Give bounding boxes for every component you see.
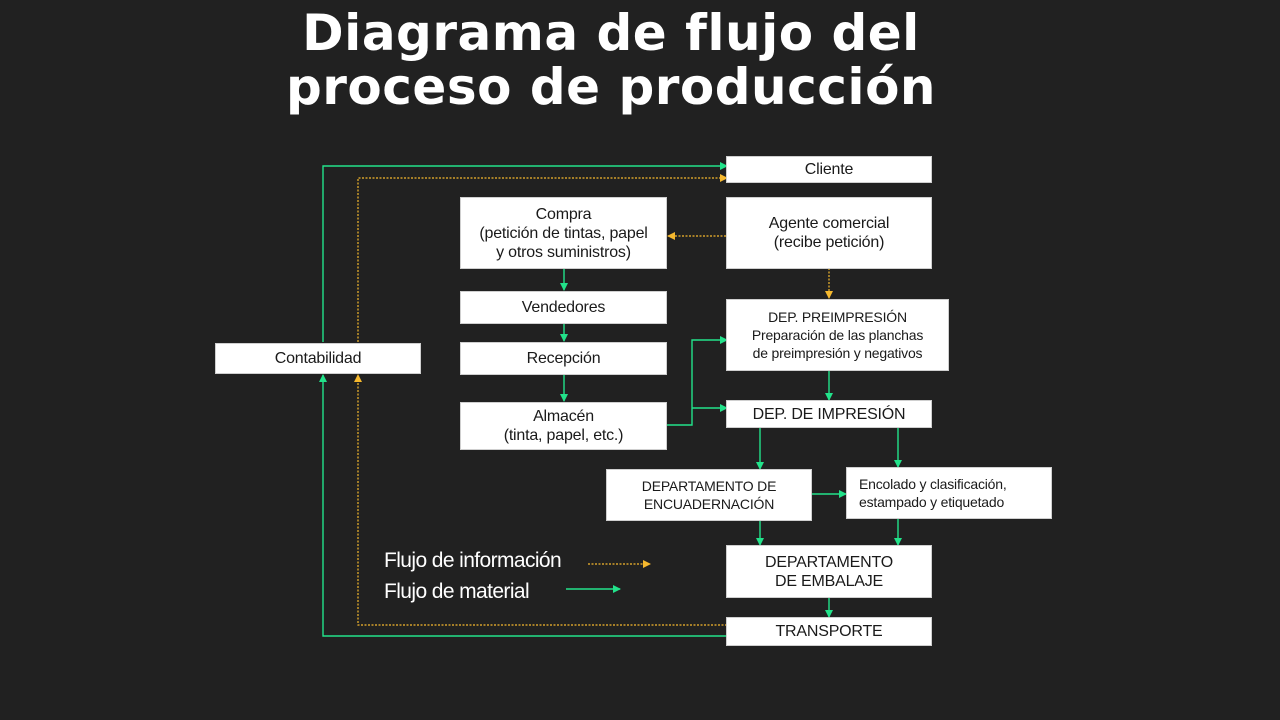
material-almacen-to-preimpresion [666,336,728,426]
box-almacen-line-2: (tinta, papel, etc.) [503,427,624,444]
box-preimpresion-line-3: de preimpresión y negativos [752,345,923,361]
box-agente-line-1: Agente comercial [768,215,890,232]
info-contabilidad-to-cliente [357,174,728,342]
legend-material-label: Flujo de material [384,580,530,603]
box-encolado: Encolado y clasificación, estampado y et… [846,467,1052,519]
info-transporte-to-contabilidad [354,374,727,626]
box-compra-line-1: Compra [535,205,592,223]
box-compra-line-3: y otros suministros) [496,243,631,261]
box-agente-comercial: Agente comercial (recibe petición) [726,197,932,269]
box-recepcion-line-1: Recepción [526,350,601,367]
box-embalaje-line-1: DEPARTAMENTO [765,553,893,571]
box-encuadernacion-line-2: ENCUADERNACIÓN [643,496,775,512]
box-agente-line-2: (recibe petición) [773,234,885,251]
box-contabilidad: Contabilidad [215,343,421,374]
box-impresion-line-1: DEP. DE IMPRESIÓN [752,405,906,423]
box-cliente: Cliente [726,156,932,183]
box-preimpresion-line-1: DEP. PREIMPRESIÓN [768,309,907,325]
box-transporte-line-1: TRANSPORTE [775,623,883,640]
title-line-2: proceso de producción [285,58,937,116]
page-title: Diagrama de flujo del proceso de producc… [0,6,1222,114]
box-dep-preimpresion: DEP. PREIMPRESIÓN Preparación de las pla… [726,299,949,371]
box-preimpresion-line-2: Preparación de las planchas [751,327,924,343]
box-dep-impresion: DEP. DE IMPRESIÓN [726,400,932,428]
box-encuadernacion: DEPARTAMENTO DE ENCUADERNACIÓN [606,469,812,521]
material-contabilidad-to-cliente [322,162,728,342]
box-contabilidad-line-1: Contabilidad [274,350,362,367]
material-transporte-to-contabilidad [319,374,727,637]
box-encuadernacion-line-1: DEPARTAMENTO DE [641,478,777,494]
box-vendedores: Vendedores [460,291,667,324]
title-line-1: Diagrama de flujo del [302,4,920,62]
box-vendedores-line-1: Vendedores [521,299,606,316]
box-compra: Compra (petición de tintas, papel y otro… [460,197,667,269]
box-cliente-line-1: Cliente [804,161,854,178]
box-transporte: TRANSPORTE [726,617,932,646]
box-embalaje: DEPARTAMENTO DE EMBALAJE [726,545,932,598]
box-embalaje-line-2: DE EMBALAJE [774,572,884,590]
box-almacen: Almacén (tinta, papel, etc.) [460,402,667,450]
legend-information-label: Flujo de información [384,549,562,572]
box-encolado-line-1: Encolado y clasificación, [859,476,1007,492]
box-compra-line-2: (petición de tintas, papel [479,224,648,242]
box-recepcion: Recepción [460,342,667,375]
box-almacen-line-1: Almacén [533,408,594,425]
box-encolado-line-2: estampado y etiquetado [859,494,1005,510]
